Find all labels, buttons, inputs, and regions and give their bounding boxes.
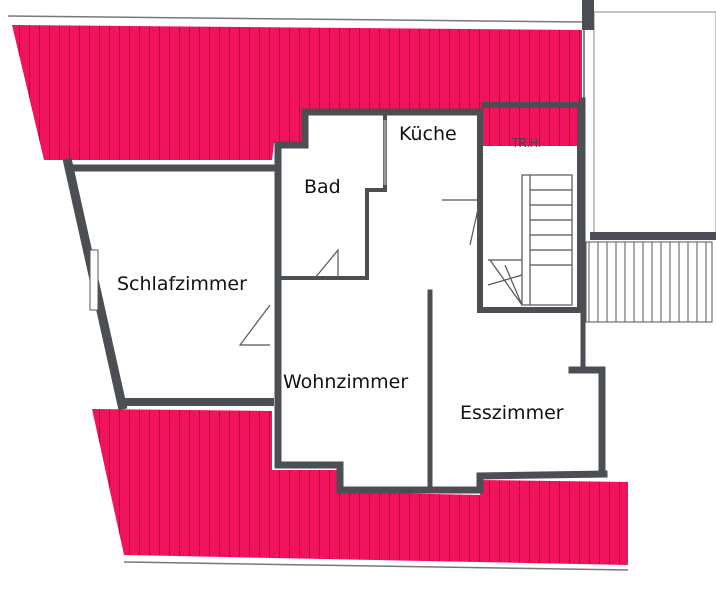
neighbor-area bbox=[593, 11, 716, 236]
room-label-schlafzimmer: Schlafzimmer bbox=[117, 273, 247, 295]
balcony-railing bbox=[585, 232, 716, 323]
roof-bottom bbox=[92, 409, 628, 565]
roof-top bbox=[12, 25, 582, 160]
door-swings bbox=[238, 199, 481, 346]
room-label-esszimmer: Esszimmer bbox=[460, 402, 564, 424]
room-label-bad: Bad bbox=[304, 176, 341, 198]
room-label-treppenhaus: TR.H. bbox=[512, 135, 541, 150]
room-label-wohnzimmer: Wohnzimmer bbox=[283, 371, 409, 393]
room-label-kueche: Küche bbox=[399, 123, 457, 145]
staircase bbox=[487, 174, 573, 306]
